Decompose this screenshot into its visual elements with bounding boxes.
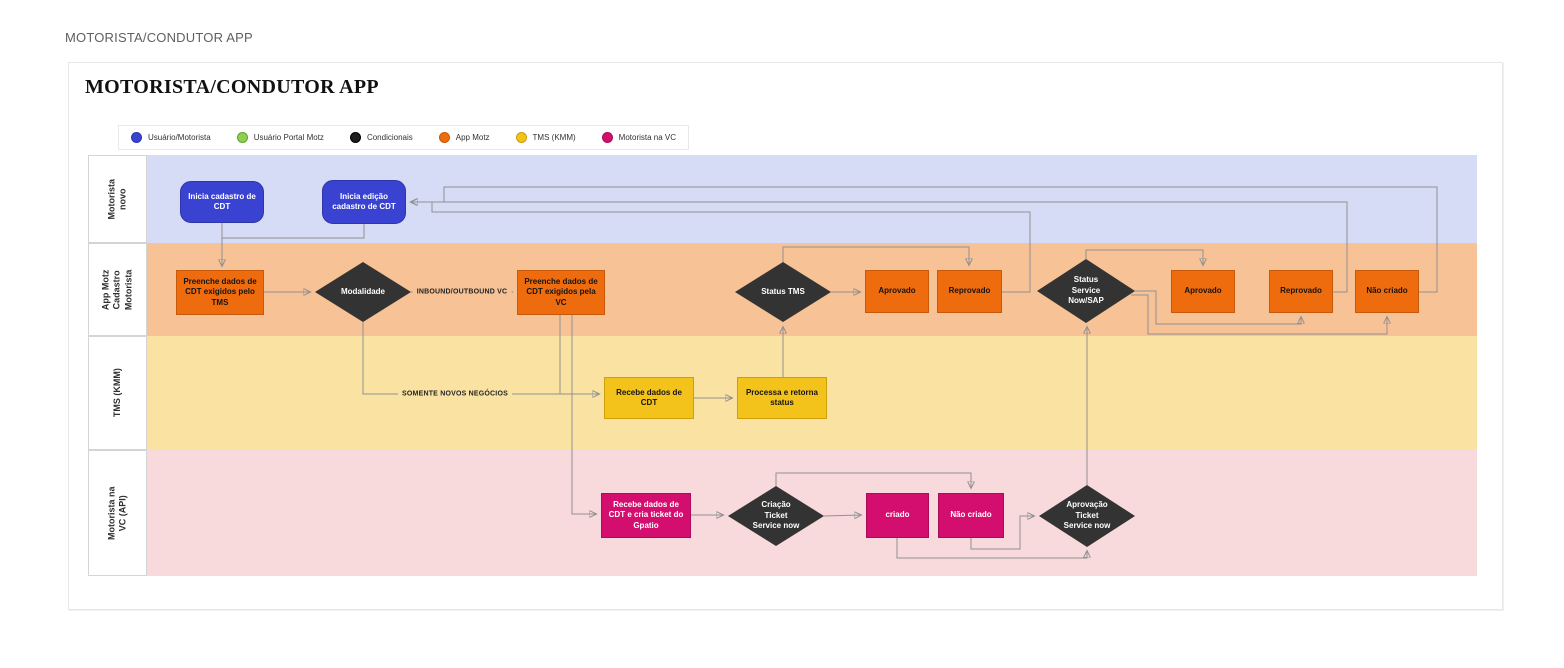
legend-dot-green-icon bbox=[236, 132, 248, 143]
edge-label-inbound-outbound: INBOUND/OUTBOUND VC bbox=[412, 288, 512, 296]
node-inicia-cadastro[interactable]: Inicia cadastro de CDT bbox=[180, 181, 264, 223]
legend-item-usuario-portal: Usuário Portal Motz bbox=[236, 132, 324, 143]
legend-item-condicionais: Condicionais bbox=[349, 132, 413, 143]
legend-dot-blue-icon bbox=[131, 132, 142, 143]
legend-item-motorista-vc: Motorista na VC bbox=[601, 132, 677, 143]
node-reprovado-snow[interactable]: Reprovado bbox=[1269, 270, 1333, 313]
lane-label-motorista-novo: Motorista novo bbox=[88, 155, 147, 243]
legend-label: App Motz bbox=[455, 133, 490, 142]
lane-label-app-motz: App Motz Cadastro Motorista bbox=[88, 243, 147, 336]
legend-dot-black-icon bbox=[349, 132, 361, 143]
node-preenche-dados-vc[interactable]: Preenche dados de CDT exigidos pela VC bbox=[517, 270, 605, 315]
legend: Usuário/Motorista Usuário Portal Motz Co… bbox=[118, 125, 690, 150]
node-criado[interactable]: criado bbox=[866, 493, 929, 538]
legend-label: Usuário/Motorista bbox=[148, 133, 211, 142]
lane-label-motorista-vc: Motorista na VC (API) bbox=[88, 450, 147, 576]
legend-item-app-motz: App Motz bbox=[438, 132, 490, 143]
node-recebe-cdt-cria-ticket[interactable]: Recebe dados de CDT e cria ticket do Gpa… bbox=[601, 493, 691, 538]
legend-item-usuario-motorista: Usuário/Motorista bbox=[131, 132, 211, 143]
diagram-title: MOTORISTA/CONDUTOR APP bbox=[85, 76, 379, 98]
page-title: MOTORISTA/CONDUTOR APP bbox=[65, 30, 253, 45]
lane-label-tms-kmm: TMS (KMM) bbox=[88, 336, 147, 450]
legend-item-tms: TMS (KMM) bbox=[515, 132, 576, 143]
lane-label-text: App Motz Cadastro Motorista bbox=[100, 269, 134, 310]
edge-label-somente-novos: SOMENTE NOVOS NEGÓCIOS bbox=[398, 390, 512, 398]
node-aprovado-tms[interactable]: Aprovado bbox=[865, 270, 929, 313]
legend-dot-yellow-icon bbox=[515, 132, 527, 143]
lane-label-text: Motorista novo bbox=[106, 178, 128, 220]
legend-dot-orange-icon bbox=[438, 132, 450, 143]
legend-label: Usuário Portal Motz bbox=[253, 133, 324, 142]
node-nao-criado-snow[interactable]: Não criado bbox=[1355, 270, 1419, 313]
node-processa-retorna-status[interactable]: Processa e retorna status bbox=[737, 377, 827, 419]
node-inicia-edicao-cadastro[interactable]: Inicia edição cadastro de CDT bbox=[322, 180, 406, 224]
lane-label-text: TMS (KMM) bbox=[111, 368, 122, 418]
legend-label: TMS (KMM) bbox=[532, 133, 576, 142]
node-aprovado-snow[interactable]: Aprovado bbox=[1171, 270, 1235, 313]
node-reprovado-tms[interactable]: Reprovado bbox=[937, 270, 1002, 313]
lane-label-text: Motorista na VC (API) bbox=[106, 486, 128, 540]
legend-dot-pink-icon bbox=[601, 132, 613, 143]
node-recebe-dados-cdt[interactable]: Recebe dados de CDT bbox=[604, 377, 694, 419]
node-preenche-dados-tms[interactable]: Preenche dados de CDT exigidos pelo TMS bbox=[176, 270, 264, 315]
legend-label: Condicionais bbox=[366, 133, 413, 142]
legend-label: Motorista na VC bbox=[618, 133, 677, 142]
node-nao-criado-ticket[interactable]: Não criado bbox=[938, 493, 1004, 538]
